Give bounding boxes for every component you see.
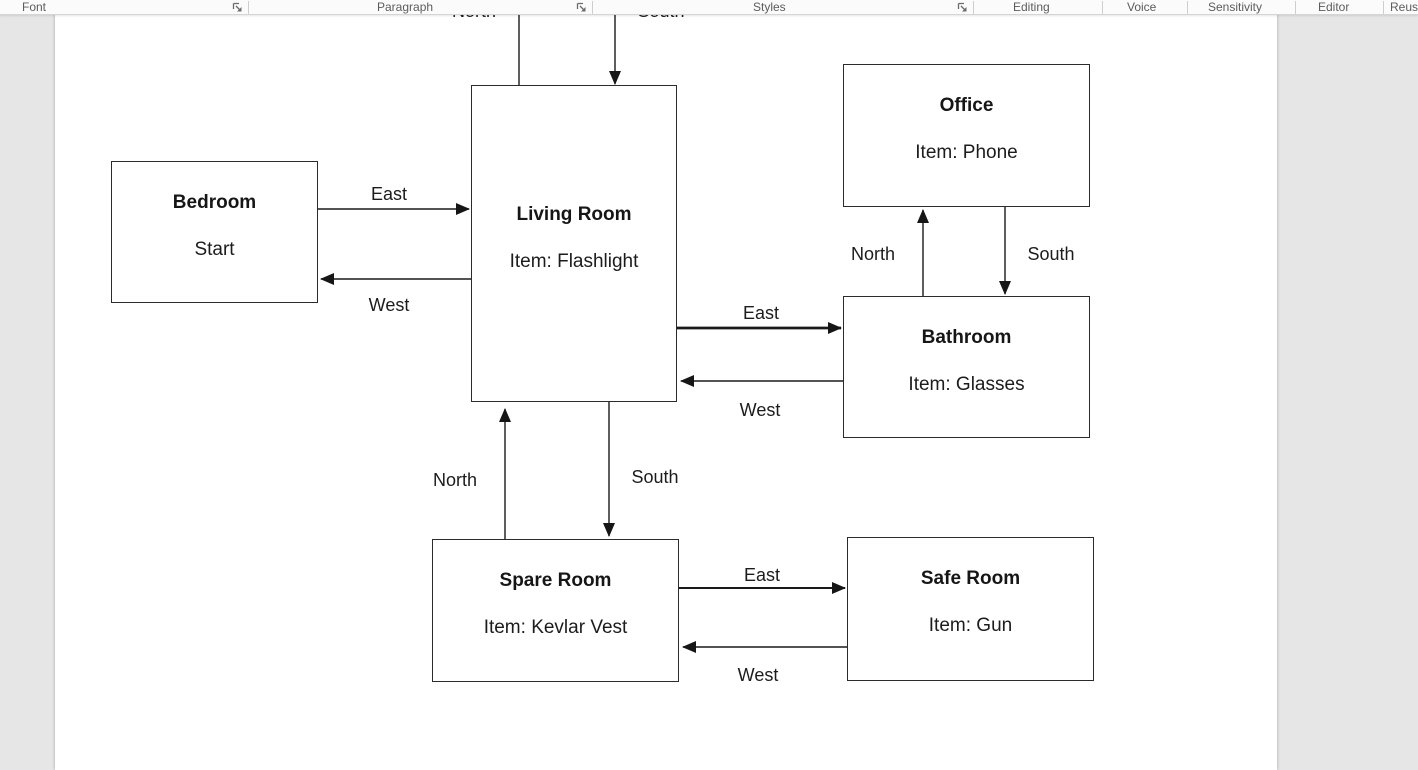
edge-label-south-office[interactable]: South <box>1027 244 1075 264</box>
ribbon-separator <box>1187 1 1188 14</box>
paragraph-dialog-launcher-icon[interactable] <box>575 1 588 14</box>
ribbon-group-voice: Voice <box>1127 0 1157 14</box>
room-detail: Item: Phone <box>915 142 1018 163</box>
ribbon-group-editing: Editing <box>1013 0 1050 14</box>
room-title: Safe Room <box>920 568 1021 589</box>
ribbon-separator <box>1383 1 1384 14</box>
room-box-spare-room[interactable]: Spare Room Item: Kevlar Vest <box>432 539 679 682</box>
ribbon-group-reuse-files: Reus <box>1390 0 1418 14</box>
room-title: Bedroom <box>172 192 257 213</box>
edge-label-west-bathroom[interactable]: West <box>739 400 781 420</box>
room-title: Office <box>939 95 994 116</box>
room-title: Spare Room <box>499 570 612 591</box>
edge-label-east-bedroom[interactable]: East <box>370 184 408 204</box>
room-box-bathroom[interactable]: Bathroom Item: Glasses <box>843 296 1090 438</box>
room-box-office[interactable]: Office Item: Phone <box>843 64 1090 207</box>
edge-label-west-safe[interactable]: West <box>737 665 779 685</box>
edge-label-south-spare[interactable]: South <box>631 467 679 487</box>
room-box-bedroom[interactable]: Bedroom Start <box>111 161 318 303</box>
ribbon-strip: Font Paragraph Styles Editing Voice Sens… <box>0 0 1418 15</box>
edge-label-north-office[interactable]: North <box>850 244 896 264</box>
room-detail: Item: Glasses <box>908 374 1025 395</box>
room-detail: Item: Gun <box>928 615 1013 636</box>
ribbon-separator <box>1295 1 1296 14</box>
styles-dialog-launcher-icon[interactable] <box>956 1 969 14</box>
ribbon-separator <box>1102 1 1103 14</box>
room-box-safe-room[interactable]: Safe Room Item: Gun <box>847 537 1094 681</box>
ribbon-group-font: Font <box>22 0 47 14</box>
ribbon-separator <box>248 1 249 14</box>
font-dialog-launcher-icon[interactable] <box>231 1 244 14</box>
room-box-living-room[interactable]: Living Room Item: Flashlight <box>471 85 677 402</box>
room-title: Bathroom <box>921 327 1012 348</box>
ribbon-separator <box>592 1 593 14</box>
edge-label-east-living[interactable]: East <box>742 303 780 323</box>
ribbon-group-paragraph: Paragraph <box>377 0 434 14</box>
room-title: Living Room <box>516 204 632 225</box>
room-detail: Start <box>194 239 235 260</box>
ribbon-group-styles: Styles <box>753 0 786 14</box>
ribbon-group-sensitivity: Sensitivity <box>1208 0 1263 14</box>
edge-label-east-spare[interactable]: East <box>743 565 781 585</box>
edge-label-north-spare[interactable]: North <box>432 470 478 490</box>
ribbon-separator <box>973 1 974 14</box>
room-detail: Item: Kevlar Vest <box>483 617 628 638</box>
edge-label-west-bedroom[interactable]: West <box>368 295 410 315</box>
ribbon-group-editor: Editor <box>1318 0 1350 14</box>
room-detail: Item: Flashlight <box>509 251 639 272</box>
